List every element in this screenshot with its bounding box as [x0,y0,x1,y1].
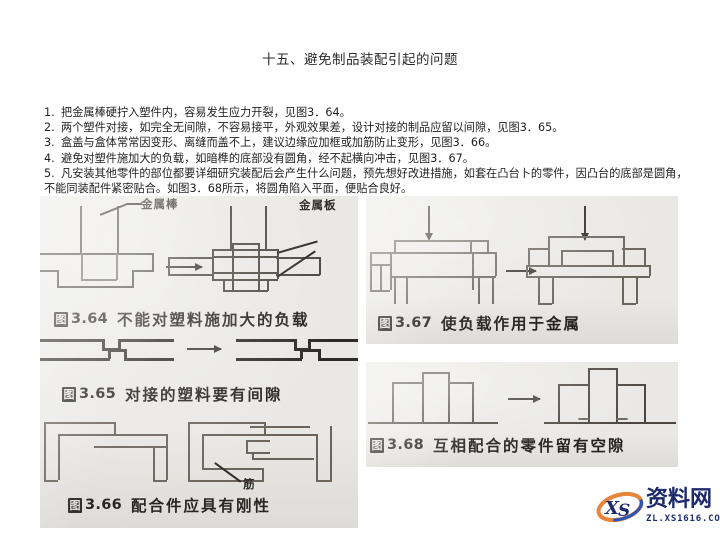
figure-3-65-number: 3.65 [79,386,116,402]
load-arrow-left [425,206,433,241]
list-number-1: 1. [44,106,55,119]
site-watermark: X S 资料网 ZL.XS1616.COM [596,486,720,532]
figure-3-68-drawing [366,362,678,432]
figure-3-67-drawing [366,196,678,312]
figure-3-64-caption-text: 不能对塑料施加大的负载 [116,311,310,329]
figure-3-66-drawing: 筋 [40,414,358,492]
figure-3-65-caption: 图 3.65 对接的塑料要有间隙 [62,383,283,405]
figure-3-64-drawing: 金属棒 金属板 [40,196,358,308]
figure-glyph-icon: 图 [68,497,82,513]
body-list-item-2: 2. 两个塑件对接，如完全无间隙，不容易接平，外观效果差，设计对接的制品应留以间隙… [44,120,692,135]
scanned-figure-panel-right-bottom: 图 3.68 互相配合的零件留有空隙 [366,362,678,467]
list-text-5: 凡安装其他零件的部位都要详细研究装配后会产生什么问题，预先想好改进措施，如套在凸… [44,166,688,196]
figure-3-64-label-metal-rod: 金属棒 [141,197,179,211]
list-text-1: 把金属棒硬拧入塑件内，容易发生应力开裂，见图3．64。 [61,106,351,119]
figure-3-66-tag: 图 3.66 [68,497,122,513]
figure-3-65-drawing [40,336,358,378]
scanned-figure-panel-right-top: 图 3.67 使负载作用于金属 [366,196,678,344]
body-list-item-4: 4. 避免对塑件施加大的负载，如暗榫的底部没有圆角，经不起横向冲击，见图3．67。 [44,151,692,166]
figure-3-64-label-metal-plate: 金属板 [299,198,337,212]
transform-arrow-367 [506,267,537,275]
page-title: 十五、避免制品装配引起的问题 [262,52,458,68]
figure-3-65-caption-text: 对接的塑料要有间隙 [124,386,283,404]
figure-3-67-caption: 图 3.67 使负载作用于金属 [378,312,581,334]
svg-text:S: S [618,501,630,521]
figure-glyph-icon: 图 [370,437,384,453]
figure-3-67-caption-text: 使负载作用于金属 [440,315,581,333]
list-number-5: 5. [44,166,55,180]
list-text-2: 两个塑件对接，如完全无间隙，不容易接平，外观效果差，设计对接的制品应留以间隙，见… [61,121,564,135]
figure-3-67-number: 3.67 [395,315,432,331]
xs-logo-icon: X S [596,491,644,523]
figure-3-66-label-rib: 筋 [243,477,256,491]
transform-arrow-364 [166,263,203,271]
figure-3-66-number: 3.66 [85,497,122,513]
transform-arrow-365 [187,345,222,353]
svg-text:X: X [604,498,620,519]
figure-3-68-caption-text: 互相配合的零件留有空隙 [432,437,626,455]
figure-3-64-caption: 图 3.64 不能对塑料施加大的负载 [54,308,310,330]
figure-3-65-tag: 图 3.65 [62,386,116,402]
list-number-4: 4. [44,151,55,165]
figure-3-68-caption: 图 3.68 互相配合的零件留有空隙 [370,434,626,456]
watermark-site-name: 资料网 [646,487,713,512]
watermark-url: ZL.XS1616.COM [646,514,720,524]
figure-glyph-icon: 图 [54,311,68,327]
figure-3-64-number: 3.64 [71,311,108,327]
load-arrow-right [581,206,589,241]
body-list-item-3: 3. 盒盖与盒体常常因变形、离缝而盖不上，建议边缘应加框或加筋防止变形，见图3．6… [44,135,692,150]
figure-3-68-number: 3.68 [387,437,424,453]
list-text-3: 盒盖与盒体常常因变形、离缝而盖不上，建议边缘应加框或加筋防止变形，见图3．66。 [61,136,497,150]
list-text-4: 避免对塑件施加大的负载，如暗榫的底部没有圆角，经不起横向冲击，见图3．67。 [61,151,474,165]
list-number-3: 3. [44,136,55,150]
figure-3-66-caption: 图 3.66 配合件应具有刚性 [68,494,271,516]
body-text-block: 1. 把金属棒硬拧入塑件内，容易发生应力开裂，见图3．64。 2. 两个塑件对接，如… [44,105,692,196]
body-list-item-1: 1. 把金属棒硬拧入塑件内，容易发生应力开裂，见图3．64。 [44,105,692,120]
figure-3-64-tag: 图 3.64 [54,311,108,327]
figure-glyph-icon: 图 [378,315,392,331]
body-list-item-5: 5.凡安装其他零件的部位都要详细研究装配后会产生什么问题，预先想好改进措施，如套… [44,166,692,196]
figure-3-67-tag: 图 3.67 [378,315,432,331]
figure-glyph-icon: 图 [62,386,76,402]
figure-3-68-tag: 图 3.68 [370,437,424,453]
figure-3-66-caption-text: 配合件应具有刚性 [130,497,271,515]
list-number-2: 2. [44,121,55,135]
scanned-figure-panel-left: 金属棒 金属板 图 3.64 [40,196,358,528]
transform-arrow-368 [508,395,541,403]
